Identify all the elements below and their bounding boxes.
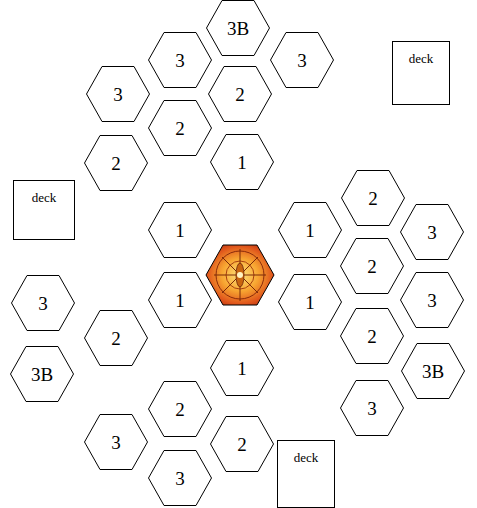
hex-tile: 3	[148, 32, 212, 88]
hex-tile: 1	[148, 272, 212, 328]
hex-tile: 1	[278, 274, 342, 330]
tile-number: 1	[237, 153, 247, 172]
tile-number: 2	[175, 119, 185, 138]
deck-label: deck	[409, 52, 434, 65]
tile-number: 2	[237, 435, 247, 454]
hex-tile: 3	[86, 66, 150, 122]
hex-tile: 3B	[206, 0, 270, 56]
deck-card: deck	[13, 180, 75, 240]
tile-number: 1	[175, 291, 185, 310]
hex-tile: 1	[210, 340, 274, 396]
hex-tile: 1	[210, 134, 274, 190]
hex-tile: 2	[84, 135, 148, 191]
center-hex	[206, 245, 274, 305]
hex-tile: 3	[400, 204, 464, 260]
tile-number: 3B	[227, 19, 249, 38]
hex-tile: 3	[270, 32, 334, 88]
hex-tile: 3	[340, 380, 404, 436]
tile-number: 1	[305, 221, 315, 240]
compass-spokes	[214, 249, 266, 301]
tile-number: 1	[175, 221, 185, 240]
tile-number: 3B	[422, 362, 444, 381]
compass-hub	[237, 272, 243, 278]
hex-tile: 2	[208, 66, 272, 122]
tile-number: 2	[367, 327, 377, 346]
hex-tile: 3	[148, 450, 212, 506]
tile-number: 2	[235, 85, 245, 104]
tile-number: 2	[111, 154, 121, 173]
hex-tile: 3B	[401, 343, 465, 399]
tile-number: 2	[175, 400, 185, 419]
hex-tile: 3B	[10, 346, 74, 402]
tile-number: 3	[367, 399, 377, 418]
center-tile	[206, 245, 274, 305]
deck-card: deck	[392, 41, 450, 105]
hex-tile: 3	[400, 272, 464, 328]
hex-tile: 2	[84, 310, 148, 366]
tile-number: 1	[237, 359, 247, 378]
tile-number: 3	[175, 469, 185, 488]
tile-number: 3	[38, 294, 48, 313]
deck-label: deck	[32, 191, 57, 204]
hex-tile: 1	[278, 202, 342, 258]
tile-number: 3B	[31, 365, 53, 384]
hex-tile: 1	[148, 202, 212, 258]
tile-number: 3	[111, 433, 121, 452]
hex-tile: 2	[210, 416, 274, 472]
hex-tile: 2	[340, 308, 404, 364]
tile-number: 2	[367, 257, 377, 276]
tile-number: 3	[427, 223, 437, 242]
compass-needle	[236, 263, 244, 287]
hex-tile: 3	[84, 414, 148, 470]
hex-tile: 2	[148, 100, 212, 156]
deck-label: deck	[294, 451, 319, 464]
tile-number: 3	[297, 51, 307, 70]
tile-number: 2	[368, 189, 378, 208]
tile-number: 1	[305, 293, 315, 312]
hex-tile: 3	[11, 275, 75, 331]
tile-number: 3	[175, 51, 185, 70]
hex-tile: 2	[340, 238, 404, 294]
tile-number: 3	[427, 291, 437, 310]
tile-number: 3	[113, 85, 123, 104]
tile-number: 2	[111, 329, 121, 348]
deck-card: deck	[277, 440, 335, 508]
hex-tile: 2	[148, 381, 212, 437]
hex-tile: 2	[341, 170, 405, 226]
